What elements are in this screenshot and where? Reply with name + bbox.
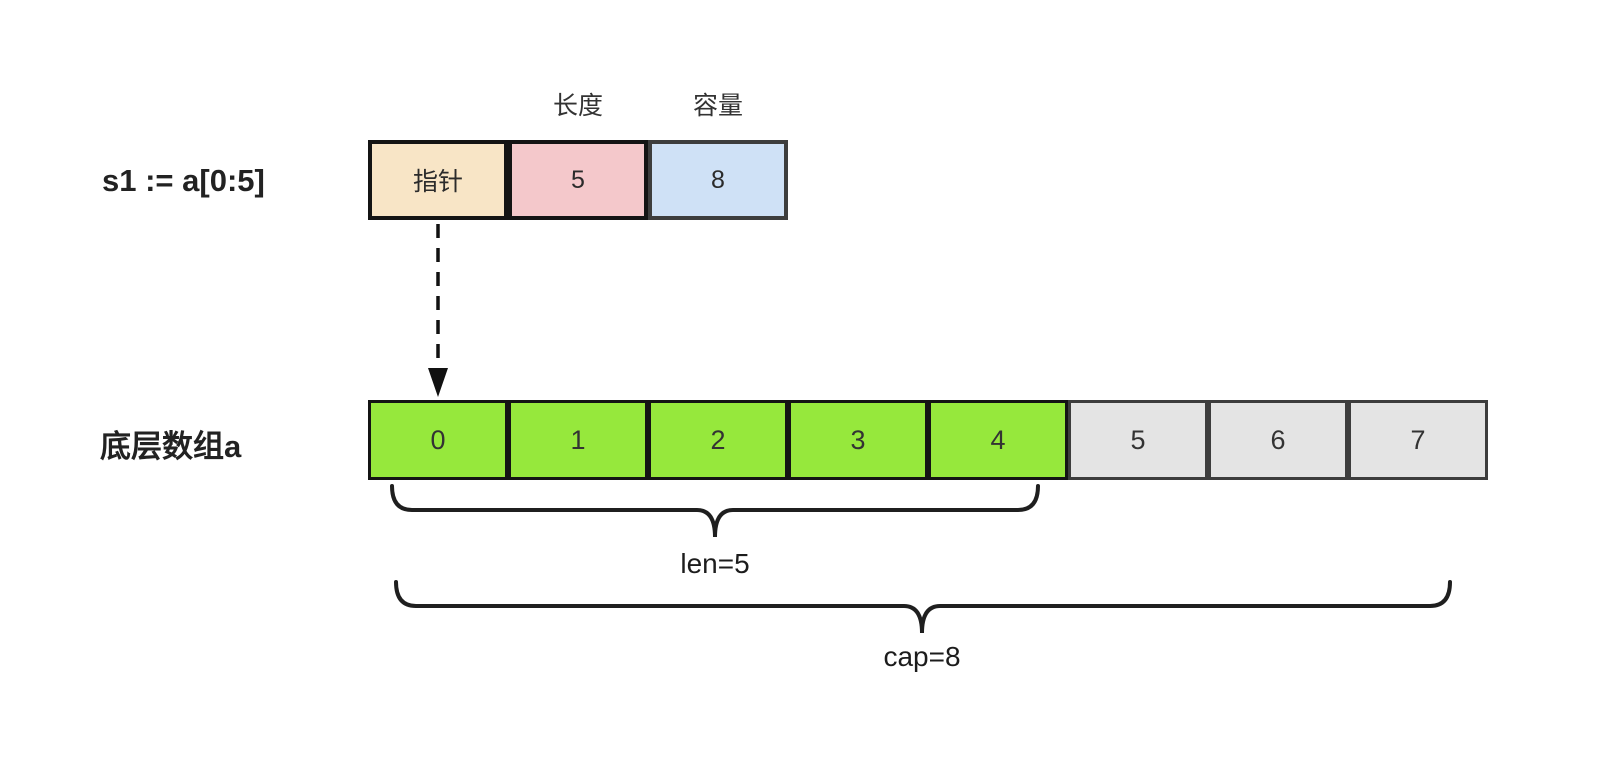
array-label: 底层数组a xyxy=(100,429,242,464)
array-cell-3: 3 xyxy=(788,400,928,480)
capacity-column-label: 容量 xyxy=(692,92,744,120)
array-cell-1: 1 xyxy=(508,400,648,480)
array-cell-5: 5 xyxy=(1068,400,1208,480)
length-field: 5 xyxy=(508,140,648,220)
array-cell-7: 7 xyxy=(1348,400,1488,480)
array-cell-2: 2 xyxy=(648,400,788,480)
underlying-array: 0 1 2 3 4 5 6 7 xyxy=(368,400,1488,480)
slice-declaration-label: s1 := a[0:5] xyxy=(102,163,265,198)
array-cell-6: 6 xyxy=(1208,400,1348,480)
slice-header: 指针 5 8 xyxy=(368,140,788,220)
length-column-label: 长度 xyxy=(552,92,604,120)
array-cell-0: 0 xyxy=(368,400,508,480)
cap-annotation: cap=8 xyxy=(883,641,961,672)
capacity-field: 8 xyxy=(648,140,788,220)
len-brace xyxy=(390,484,1040,538)
cap-brace xyxy=(394,580,1452,634)
array-cell-4: 4 xyxy=(928,400,1068,480)
pointer-field: 指针 xyxy=(368,140,508,220)
pointer-arrowhead xyxy=(428,368,448,397)
len-annotation: len=5 xyxy=(680,548,750,579)
